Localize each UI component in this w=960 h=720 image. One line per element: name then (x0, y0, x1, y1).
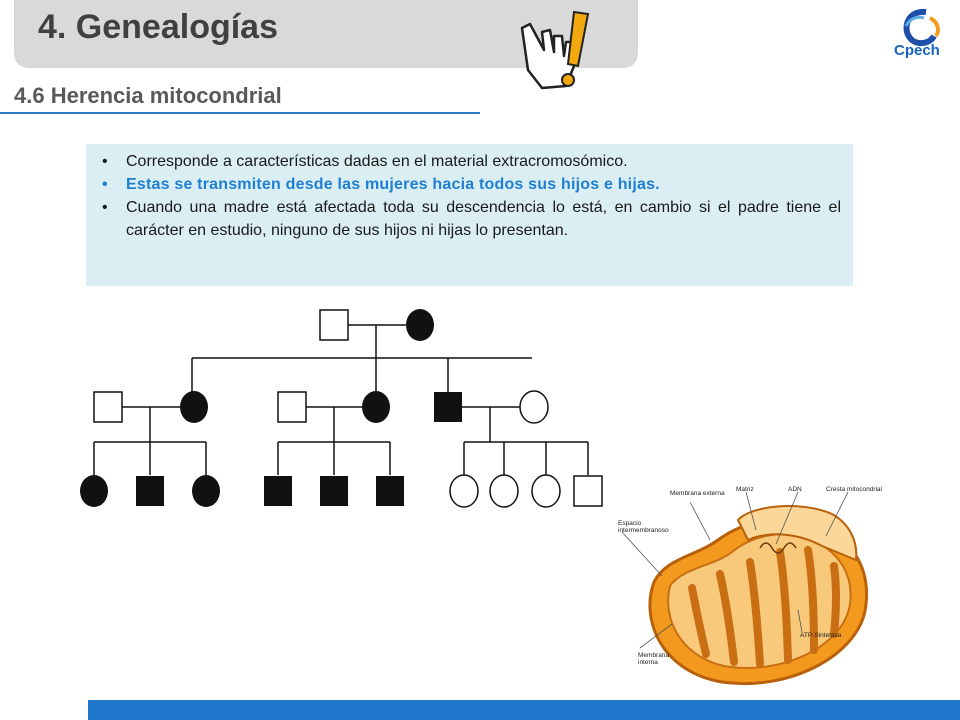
bullet-item: Corresponde a características dadas en e… (100, 150, 841, 173)
pedigree-female (531, 474, 561, 508)
mitochondrion-illustration (621, 491, 869, 686)
mito-label-membrana-externa: Membrana externa (670, 490, 725, 497)
pedigree-female-affected (192, 475, 220, 507)
pedigree-male-affected (264, 476, 292, 506)
mito-label-atp: ATP-Sintetasa (800, 632, 842, 639)
pedigree-male-affected (320, 476, 348, 506)
pedigree-female-affected (180, 391, 208, 423)
logo-text: Cpech (894, 42, 940, 59)
section-subtitle: 4.6 Herencia mitocondrial (14, 83, 282, 108)
pedigree-female-affected (362, 391, 390, 423)
pedigree-female-affected (406, 309, 434, 341)
mito-label-matriz: Matriz (736, 486, 754, 493)
mito-label-espacio: Espacio intermembranoso (618, 520, 669, 534)
bullet-item-highlight: Estas se transmiten desde las mujeres ha… (100, 173, 841, 196)
bullet-panel: Corresponde a características dadas en e… (86, 144, 853, 286)
cpech-logo-icon (903, 8, 940, 46)
pedigree-female (449, 474, 479, 508)
pedigree-male-affected (136, 476, 164, 506)
pedigree-male (93, 391, 123, 423)
pedigree-male (573, 475, 603, 507)
pedigree-male-affected (376, 476, 404, 506)
pointer-hand-icon (520, 10, 590, 90)
subtitle-underline (0, 112, 480, 114)
pedigree-female (489, 474, 519, 508)
pedigree-male-affected (434, 392, 462, 422)
pedigree-male (319, 309, 349, 341)
pedigree-male (277, 391, 307, 423)
bullet-item: Cuando una madre está afectada toda su d… (100, 196, 841, 242)
mito-label-membrana-interna: Membrana interna (638, 652, 670, 666)
mito-label-adn: ADN (788, 486, 802, 493)
slide-title: 4. Genealogías (38, 8, 278, 46)
pedigree-chart (80, 309, 603, 508)
mito-label-cresta: Cresta mitocondrial (826, 486, 882, 493)
pedigree-female (519, 390, 549, 424)
bottom-bar (88, 700, 960, 720)
pedigree-female-affected (80, 475, 108, 507)
